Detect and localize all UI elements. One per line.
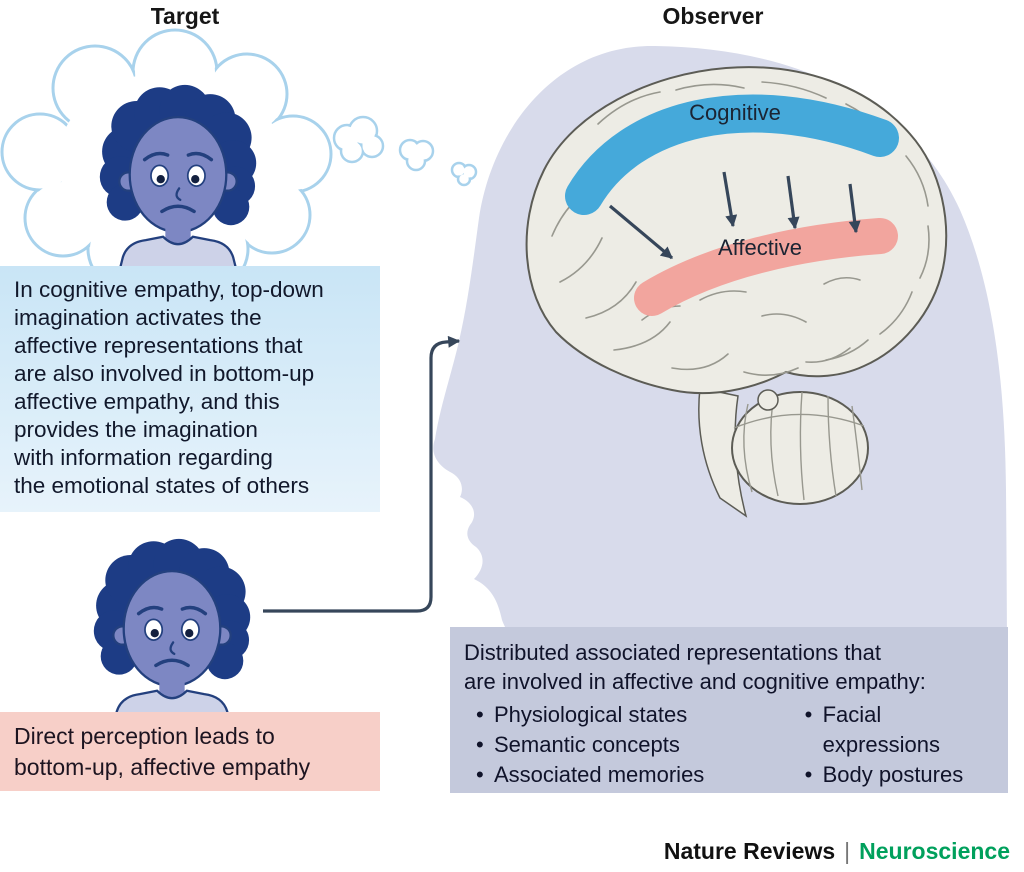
footer-journal: Neuroscience	[859, 838, 1010, 864]
journal-footer: Nature Reviews | Neuroscience	[664, 838, 1010, 865]
affective-empathy-textbox: Direct perception leads to bottom-up, af…	[0, 712, 380, 791]
cognitive-empathy-textbox: In cognitive empathy, top-down imaginati…	[0, 266, 380, 512]
brainstem	[698, 387, 748, 518]
distributed-representations-box: Distributed associated representations t…	[450, 627, 1008, 793]
bullet-item: Associated memories	[476, 760, 747, 790]
bullet-list-right: Facial expressions Body postures	[793, 700, 994, 790]
observer-title: Observer	[662, 3, 764, 29]
bullet-list-left: Physiological states Semantic concepts A…	[464, 700, 747, 790]
cognitive-region-label: Cognitive	[689, 100, 781, 125]
bullet-item: Facial expressions	[805, 700, 994, 760]
brain-illustration	[525, 66, 948, 518]
affective-region	[634, 218, 898, 316]
bullet-item: Body postures	[805, 760, 994, 790]
bullet-item: Semantic concepts	[476, 730, 747, 760]
target-face-direct	[92, 537, 252, 737]
cognitive-region	[565, 94, 899, 215]
target-title: Target	[150, 3, 220, 29]
thought-bubble-trail	[332, 115, 478, 187]
bullet-item: Physiological states	[476, 700, 747, 730]
distributed-intro: Distributed associated representations t…	[464, 640, 926, 694]
affective-region-label: Affective	[718, 235, 802, 260]
cerebellum-folds	[733, 391, 865, 501]
cognitive-to-affective-arrows	[608, 171, 861, 260]
bullet-columns: Physiological states Semantic concepts A…	[464, 700, 994, 790]
flow-arrow	[263, 335, 461, 613]
footer-separator: |	[844, 838, 851, 864]
footer-brand: Nature Reviews	[663, 838, 836, 864]
